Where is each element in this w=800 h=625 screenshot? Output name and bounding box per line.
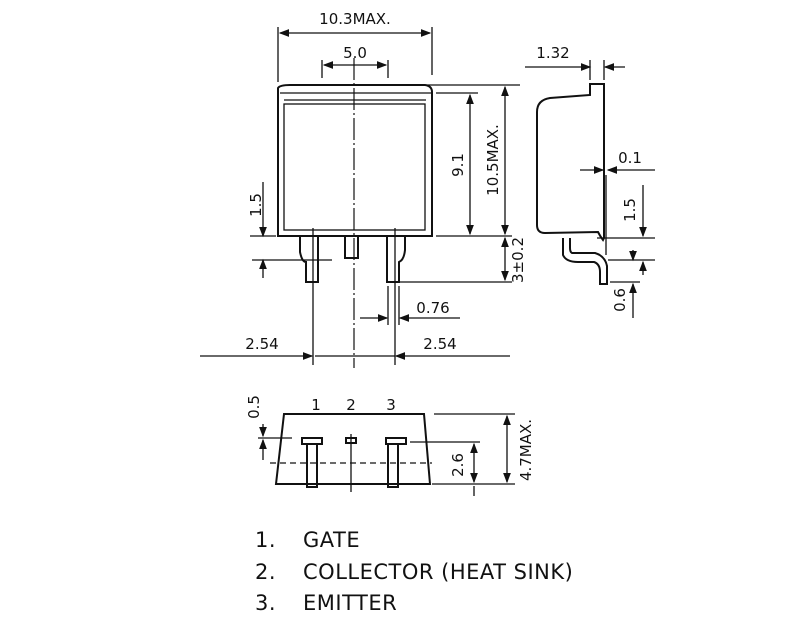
dim-lead-span: 5.0 [343, 44, 367, 62]
dim-lead-thickness: 0.6 [611, 288, 629, 312]
dim-width-max: 10.3MAX. [319, 10, 391, 28]
dim-height-max: 10.5MAX. [484, 124, 502, 196]
front-view: 10.3MAX. 5.0 9.1 10.5MAX. 3±0.2 1.5 0.76… [200, 10, 527, 368]
legend-num: 3. [255, 591, 277, 615]
legend-item-emitter: 3. EMITTER [255, 591, 397, 615]
legend-item-collector: 2. COLLECTOR (HEAT SINK) [255, 560, 573, 584]
legend-num: 2. [255, 560, 277, 584]
pin-label-1: 1 [311, 396, 321, 414]
dim-lead-width: 0.76 [416, 299, 449, 317]
dim-tab-thickness: 1.32 [536, 44, 569, 62]
bottom-view: 1 2 3 0.5 2.6 4.7MAX. [245, 395, 535, 496]
dim-body-height: 9.1 [449, 153, 467, 177]
pin-label-2: 2 [346, 396, 356, 414]
side-view: 1.32 0.1 1.5 0.6 [525, 44, 655, 318]
dim-side-lead-step: 1.5 [621, 198, 639, 222]
dim-bottom-lead-height: 2.6 [449, 453, 467, 477]
pin-label-3: 3 [386, 396, 396, 414]
dim-bottom-height-max: 4.7MAX. [517, 419, 535, 481]
legend-label: COLLECTOR (HEAT SINK) [303, 560, 574, 584]
dim-lead-length: 3±0.2 [509, 237, 527, 283]
dim-pitch-right: 2.54 [423, 335, 456, 353]
dim-bottom-offset: 0.5 [245, 395, 263, 419]
dim-lead-step: 1.5 [247, 193, 265, 217]
legend-label: GATE [303, 528, 361, 552]
legend-label: EMITTER [303, 591, 398, 615]
dim-pitch-left: 2.54 [245, 335, 278, 353]
legend-num: 1. [255, 528, 277, 552]
dim-offset: 0.1 [618, 149, 642, 167]
legend-item-gate: 1. GATE [255, 528, 360, 552]
